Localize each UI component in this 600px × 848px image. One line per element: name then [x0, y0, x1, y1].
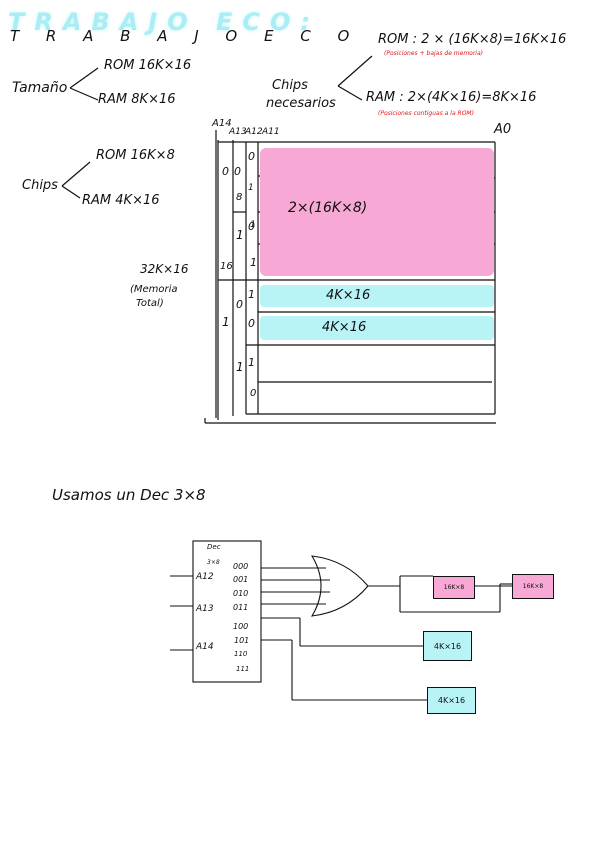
chips-ram: RAM 4K×16 [82, 193, 160, 208]
rom-chip-2: 16K×8 [512, 574, 554, 599]
dec-size: 3×8 [207, 559, 220, 566]
dec-title: Dec [207, 543, 221, 551]
page-title-handwritten: T R A B A J O E C O [10, 27, 361, 45]
dec-input-a14: A14 [196, 642, 214, 652]
dec-output: 111 [236, 665, 250, 673]
dec-input-a13: A13 [196, 604, 214, 614]
ram-chip-1: 4K×16 [423, 631, 472, 661]
map-bit: 0 [236, 298, 243, 311]
total-value: 32K×16 [140, 262, 189, 276]
addr-a14: A14 [212, 118, 232, 129]
map-bit: 0 [248, 220, 255, 233]
chips-label: Chips [22, 178, 58, 193]
ram1-shading [260, 285, 494, 307]
dec-output: 011 [233, 603, 249, 612]
needed-ram: RAM : 2×(4K×16)=8K×16 [366, 90, 537, 105]
map-bit: 0 [222, 165, 229, 178]
needed-label-2: necesarios [266, 96, 336, 111]
map-bit: 16 [220, 261, 233, 272]
map-bit: 8 [236, 192, 243, 203]
dec-output: 110 [234, 650, 248, 658]
needed-rom-note: (Posiciones + bajas de memoria) [384, 50, 483, 57]
chips-rom: ROM 16K×8 [96, 148, 175, 163]
map-bit: 1 [222, 315, 230, 329]
decoder-heading: Usamos un Dec 3×8 [52, 486, 206, 504]
addr-a0: A0 [494, 122, 512, 137]
map-bit: 1 [250, 256, 257, 269]
ram1-block-label: 4K×16 [326, 288, 371, 303]
map-bit: 1 [248, 288, 255, 301]
sizes-rom: ROM 16K×16 [104, 58, 192, 73]
dec-output: 010 [233, 589, 249, 598]
map-bit: 1 [250, 220, 256, 230]
sizes-ram: RAM 8K×16 [98, 92, 176, 107]
total-line2: Total) [136, 298, 164, 309]
map-bit: 0 [248, 317, 255, 330]
rom-block-label: 2×(16K×8) [288, 200, 368, 216]
dec-output: 000 [233, 562, 249, 571]
addr-a12: A12 [245, 127, 263, 137]
map-bit: 0 [248, 150, 255, 163]
map-bit: 0 [234, 165, 241, 178]
page-title: TRABAJO ECO: [8, 8, 320, 36]
rom-shading [260, 148, 494, 276]
dec-output: 001 [233, 575, 249, 584]
ram2-shading [260, 316, 494, 340]
dec-output: 100 [233, 622, 249, 631]
map-bit: 1 [248, 356, 255, 369]
addr-a13: A13 [229, 127, 247, 137]
map-bit: 1 [236, 360, 244, 374]
map-bit: 0 [250, 388, 257, 399]
addr-a11: A11 [262, 127, 280, 137]
map-bit: 1 [236, 228, 244, 242]
ram-chip-2: 4K×16 [427, 687, 476, 714]
needed-ram-note: (Posiciones contiguas a la ROM) [378, 110, 474, 117]
dec-output: 101 [234, 636, 250, 645]
ram2-block-label: 4K×16 [322, 320, 367, 335]
map-bit: 1 [248, 183, 254, 193]
sizes-label: Tamaño [12, 80, 68, 96]
needed-rom: ROM : 2 × (16K×8)=16K×16 [378, 32, 567, 47]
rom-chip-1: 16K×8 [433, 576, 475, 599]
dec-input-a12: A12 [196, 572, 214, 582]
needed-label-1: Chips [272, 78, 308, 93]
total-line1: (Memoria [130, 284, 178, 295]
